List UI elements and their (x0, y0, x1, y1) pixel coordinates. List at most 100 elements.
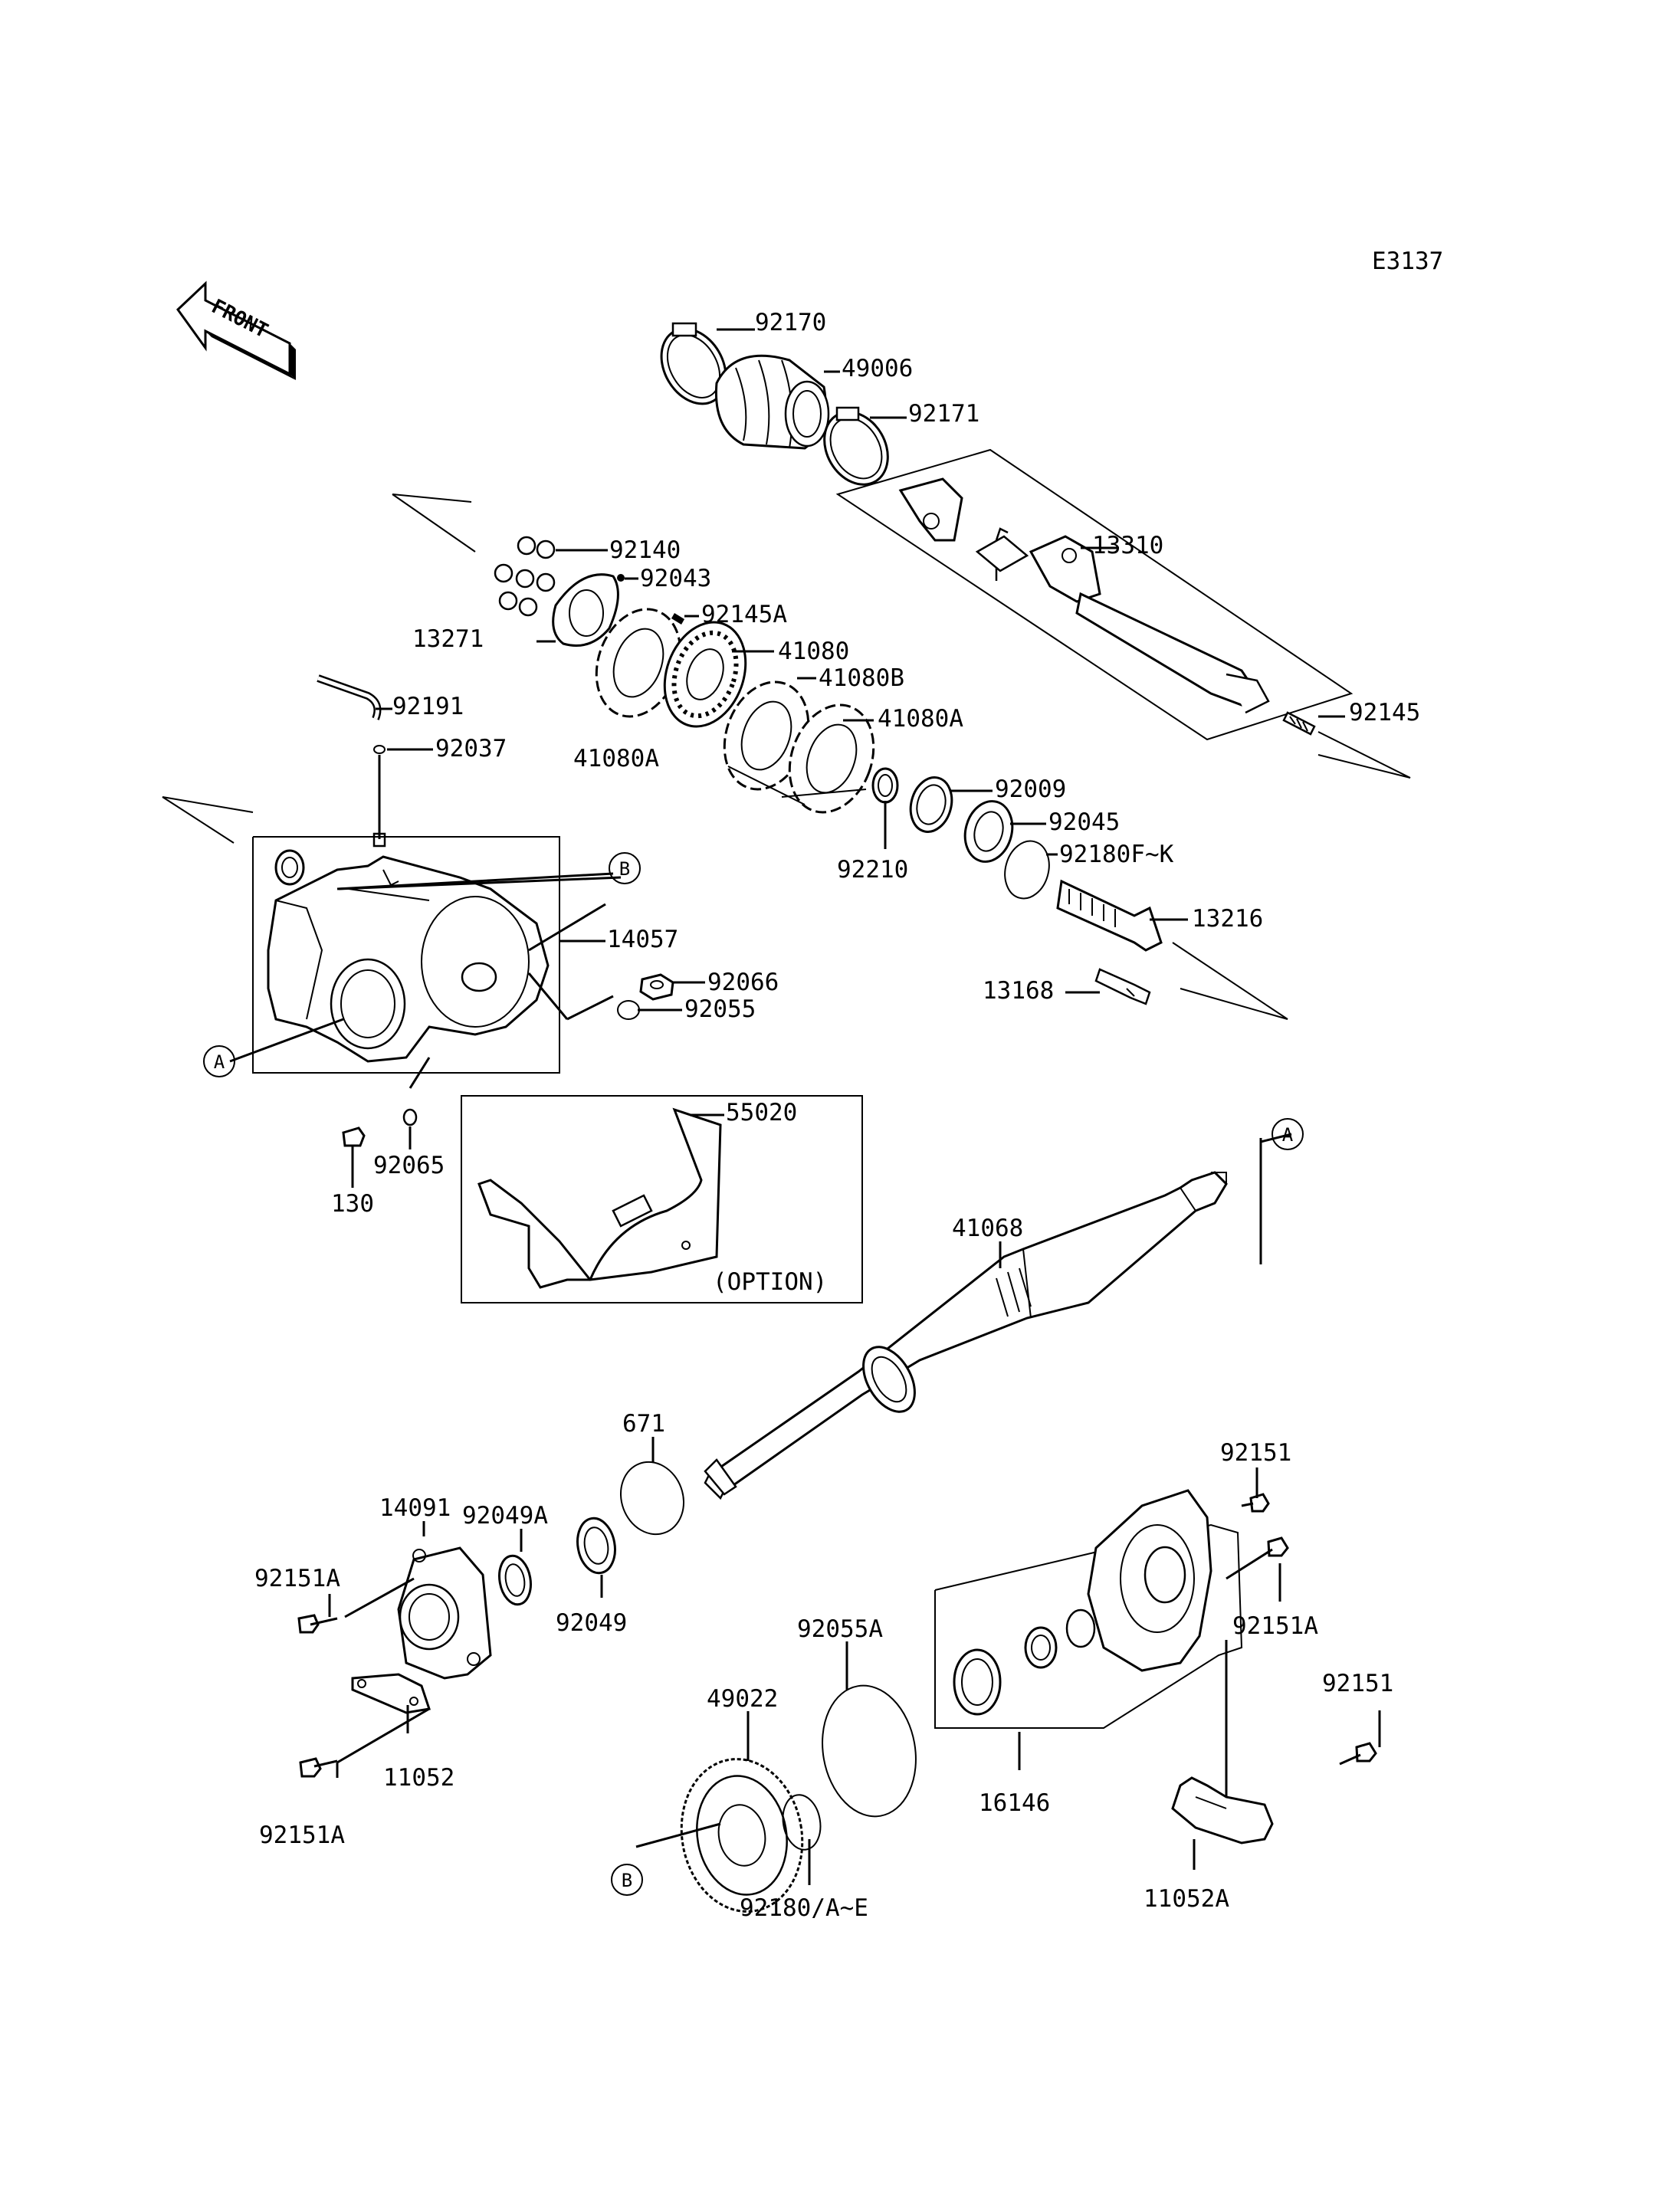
breather-hose-92191 (317, 674, 382, 720)
fitting-13168 (1094, 968, 1151, 1005)
ring-gear-49022 (680, 1758, 804, 1913)
bearing-housing-14091 (397, 1546, 492, 1680)
label-92065: 92065 (373, 1152, 445, 1179)
label-92151A-upper-left: 92151A (254, 1565, 340, 1592)
label-13216: 13216 (1192, 905, 1263, 933)
label-11052: 11052 (383, 1764, 454, 1792)
option-label: (OPTION) (713, 1268, 827, 1296)
bracket-11052 (351, 1673, 431, 1714)
clamp-92037 (373, 745, 386, 754)
oil-seal-left-housing (274, 849, 305, 886)
propeller-shaft-13310 (835, 448, 1354, 741)
oil-seal-92210 (871, 767, 899, 804)
balls-92140 (494, 536, 556, 617)
label-92049A: 92049A (462, 1502, 548, 1530)
o-ring-92055A (822, 1684, 917, 1818)
gasket-92055 (617, 1000, 640, 1020)
svg-text:A: A (214, 1051, 225, 1073)
pin-92145 (1282, 711, 1316, 736)
leader-lines (229, 328, 1381, 1885)
label-41080B: 41080B (819, 664, 904, 692)
label-92151A-lower-left: 92151A (259, 1822, 345, 1849)
cam-13271 (552, 573, 619, 647)
oil-seal-92049 (576, 1517, 616, 1575)
label-92045: 92045 (1048, 808, 1120, 836)
label-41080A-left: 41080A (573, 745, 659, 772)
label-92151-upper-right: 92151 (1220, 1439, 1291, 1467)
label-92043: 92043 (640, 565, 711, 592)
label-49022: 49022 (707, 1685, 778, 1713)
label-92049: 92049 (556, 1609, 627, 1637)
label-14091: 14091 (379, 1494, 451, 1522)
diagram-id: E3137 (1372, 248, 1443, 275)
final-gear-case-14057 (252, 836, 560, 1074)
label-11052A: 11052A (1144, 1885, 1229, 1913)
label-92055: 92055 (684, 995, 756, 1023)
clamp-92170 (660, 322, 727, 405)
drain-bolt-92066 (639, 973, 674, 1001)
label-41080A-right: 41080A (878, 705, 963, 733)
label-130: 130 (331, 1190, 374, 1218)
drive-shaft-41068 (704, 1171, 1228, 1500)
ref-circle-a-right: A (1271, 1118, 1304, 1150)
label-92055A: 92055A (797, 1615, 883, 1643)
label-13271: 13271 (412, 625, 484, 653)
bolt-92151A-lower-left (299, 1757, 338, 1778)
label-92066: 92066 (707, 969, 779, 996)
svg-text:B: B (622, 1870, 632, 1891)
bearing-group-16146 (934, 1489, 1243, 1729)
label-49006: 49006 (842, 355, 913, 382)
label-92151A-right: 92151A (1232, 1612, 1318, 1640)
label-92171: 92171 (908, 400, 979, 428)
svg-text:A: A (1282, 1124, 1294, 1146)
label-41068: 41068 (952, 1215, 1023, 1242)
bolt-92151-upper-right (1241, 1493, 1270, 1513)
label-92180F-K: 92180F~K (1059, 841, 1174, 868)
gear-case-cover (1087, 1489, 1212, 1672)
o-ring-671 (619, 1461, 685, 1536)
shim-92180F-K (1004, 840, 1050, 900)
label-13310: 13310 (1092, 532, 1163, 559)
label-92210: 92210 (837, 856, 908, 884)
label-92037: 92037 (435, 735, 507, 762)
plate-41080A-right (788, 703, 875, 814)
bearing-16146 (953, 1648, 1002, 1716)
label-92180A-E: 92180/A~E (740, 1894, 868, 1922)
svg-text:B: B (619, 858, 630, 880)
boot-49006 (714, 354, 830, 450)
clamp-92171 (823, 406, 889, 486)
bolt-92151A-upper-left (297, 1614, 338, 1634)
label-55020: 55020 (726, 1099, 797, 1126)
label-16146: 16146 (979, 1789, 1050, 1817)
seal-16146-a (1024, 1626, 1058, 1669)
bearing-92045 (963, 800, 1014, 863)
label-92009: 92009 (995, 776, 1066, 803)
pinion-gear-13216 (1056, 879, 1163, 952)
disc-41080 (663, 621, 747, 728)
bracket-11052A (1171, 1776, 1274, 1844)
assembly-axis-lines (162, 494, 1411, 1020)
ref-circle-b-top: B (609, 852, 641, 884)
label-92151-lower-right: 92151 (1322, 1670, 1393, 1697)
label-92145A: 92145A (701, 601, 787, 628)
seal-16146-b (1065, 1608, 1096, 1648)
label-41080: 41080 (778, 638, 849, 665)
label-92140: 92140 (609, 536, 681, 564)
skid-plate-55020 (477, 1107, 722, 1289)
pin-92043 (617, 574, 625, 582)
front-arrow-icon: FRONT (176, 280, 296, 380)
bolt-92151-lower-right (1339, 1742, 1377, 1766)
ref-circle-b-bottom: B (611, 1864, 643, 1896)
seal-92049A (498, 1554, 532, 1606)
label-14057: 14057 (607, 926, 678, 953)
shim-92180A-E (782, 1794, 822, 1851)
bolt-130 (342, 1126, 366, 1157)
spring-92145A (671, 613, 684, 625)
label-671: 671 (622, 1410, 665, 1438)
oil-seal-92009 (909, 776, 953, 833)
label-92170: 92170 (755, 309, 826, 336)
option-box (461, 1095, 863, 1303)
bolt-92151A-right (1226, 1536, 1289, 1580)
label-13168: 13168 (983, 977, 1054, 1005)
